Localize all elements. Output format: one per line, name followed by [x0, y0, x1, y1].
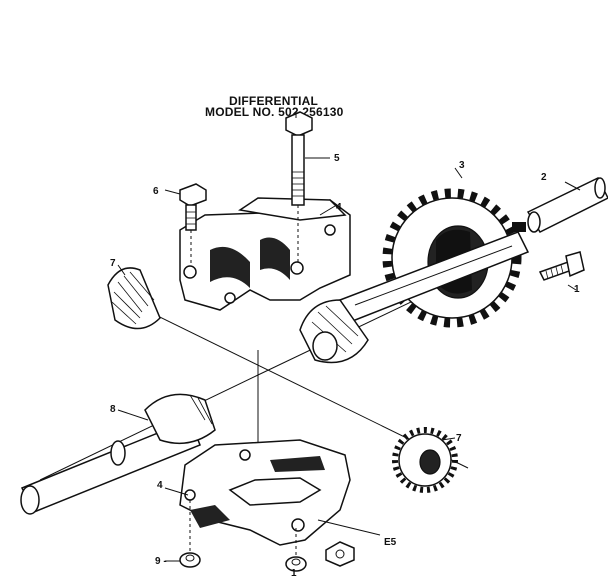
callout-3: 3 [459, 160, 465, 171]
callout-5: 5 [334, 153, 340, 164]
spur-gear-right [392, 427, 458, 493]
callout-7-upper: 7 [110, 258, 116, 269]
callout-leaders [117, 112, 581, 562]
callout-7-lower: 7 [456, 433, 462, 444]
callout-1-lower: 1 [291, 568, 297, 577]
nut-center [285, 556, 307, 572]
callout-2: 2 [541, 172, 547, 183]
lower-housing [179, 439, 351, 546]
upper-housing [179, 197, 351, 311]
nut-right [325, 541, 355, 567]
axle-spacer [512, 177, 608, 233]
model-number: MODEL NO. 502.256130 [205, 105, 344, 119]
lower-axle-shaft [20, 393, 216, 515]
bolt-right [538, 251, 585, 281]
bolt-short [179, 183, 207, 265]
diagram-title: DIFFERENTIAL [229, 94, 319, 108]
bolt-long [285, 111, 313, 262]
bevel-gear-left [107, 267, 161, 330]
callout-6: 6 [153, 186, 159, 197]
callout-1: 1 [574, 284, 580, 295]
callout-4-lower: 4 [157, 480, 163, 491]
callout-8: 8 [110, 404, 116, 415]
bevel-gear-center [299, 299, 369, 364]
nut-left [179, 552, 201, 568]
callout-9: 9 - [155, 556, 167, 567]
drawing-code: E5 [384, 537, 397, 548]
callout-4-upper: 4 [336, 202, 342, 213]
